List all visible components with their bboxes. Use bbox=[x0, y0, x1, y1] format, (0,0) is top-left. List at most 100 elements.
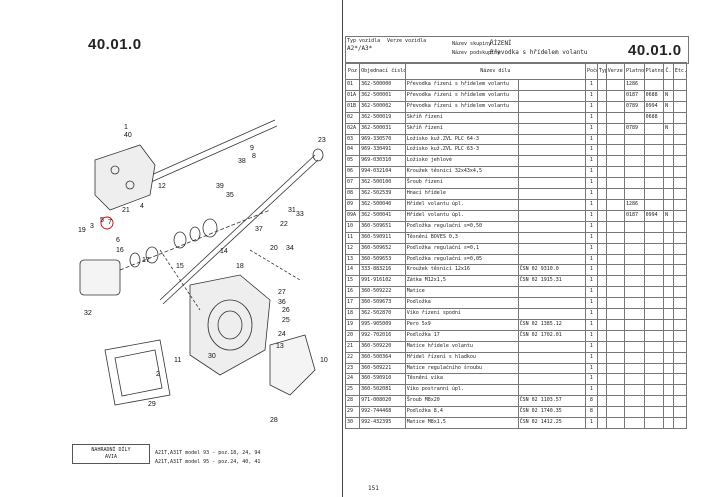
cell-8 bbox=[643, 79, 665, 91]
callout-label: 30 bbox=[208, 353, 216, 360]
cell-4: 8 bbox=[584, 406, 598, 419]
cell-3 bbox=[517, 373, 586, 386]
cell-8 bbox=[643, 286, 665, 299]
cell-extra bbox=[672, 242, 688, 255]
cell-0: 20 bbox=[344, 329, 361, 342]
cell-0: 29 bbox=[344, 406, 361, 419]
cell-0: 23 bbox=[344, 362, 361, 375]
label-subgroup: Název podskupiny bbox=[452, 50, 501, 56]
cell-0: 02 bbox=[344, 111, 361, 124]
cell-1: 362-502539 bbox=[359, 188, 406, 200]
label-vehicle-version: Verze vozidla bbox=[387, 38, 427, 44]
callout-label: 21 bbox=[122, 207, 130, 214]
cell-7 bbox=[624, 373, 645, 386]
cell-4: 1 bbox=[584, 264, 598, 277]
cell-6 bbox=[605, 329, 626, 342]
col-version: Verze bbox=[605, 62, 626, 80]
cell-0: 05 bbox=[344, 155, 361, 168]
callout-label: 4 bbox=[140, 203, 144, 210]
cell-1: 992-702016 bbox=[359, 329, 406, 342]
cell-8: 0688 bbox=[643, 111, 665, 124]
cell-0: 04 bbox=[344, 144, 361, 157]
cell-5 bbox=[596, 122, 607, 135]
cell-extra bbox=[672, 166, 688, 179]
cell-1: 362-500100 bbox=[359, 177, 406, 190]
cell-6 bbox=[605, 242, 626, 255]
cell-6 bbox=[605, 155, 626, 168]
cell-2: Těsnění BOVES 0,3 bbox=[404, 231, 519, 244]
cell-extra bbox=[672, 308, 688, 320]
cell-0: 03 bbox=[344, 133, 361, 146]
cell-8 bbox=[643, 329, 665, 342]
cell-7 bbox=[624, 351, 645, 364]
cell-1: 969-030310 bbox=[359, 155, 406, 168]
cell-extra bbox=[672, 144, 688, 157]
cell-7 bbox=[624, 177, 645, 190]
col-valid-to: Platnost do bbox=[643, 62, 665, 80]
cell-6 bbox=[605, 318, 626, 331]
cell-3 bbox=[517, 362, 586, 375]
cell-4: 1 bbox=[584, 166, 598, 179]
callout-label: 6 bbox=[116, 237, 120, 244]
cell-3 bbox=[517, 220, 586, 233]
cell-5 bbox=[596, 329, 607, 342]
col-order-number: Objednací číslo bbox=[359, 62, 406, 80]
cell-5 bbox=[596, 111, 607, 124]
cell-9 bbox=[663, 275, 674, 288]
cell-1: 971-008020 bbox=[359, 395, 406, 408]
right-page-title: 40.01.0 bbox=[628, 42, 682, 59]
cell-5 bbox=[596, 275, 607, 288]
cell-extra bbox=[672, 264, 688, 277]
cell-9 bbox=[663, 308, 674, 320]
cell-1: 362-500001 bbox=[359, 89, 406, 102]
cell-2: Podložka regulační s=0,50 bbox=[404, 220, 519, 233]
cell-0: 10 bbox=[344, 220, 361, 233]
cell-5 bbox=[596, 242, 607, 255]
cell-6 bbox=[605, 166, 626, 179]
cell-5 bbox=[596, 188, 607, 200]
callout-label: 34 bbox=[286, 245, 294, 252]
cell-2: Ložisko jehlové bbox=[404, 155, 519, 168]
cell-4: 8 bbox=[584, 395, 598, 408]
col-type: Typ bbox=[596, 62, 607, 80]
cell-7: 0187 bbox=[624, 209, 645, 222]
cell-5 bbox=[596, 406, 607, 419]
cell-3 bbox=[517, 253, 586, 266]
cell-4: 1 bbox=[584, 133, 598, 146]
cell-5 bbox=[596, 89, 607, 102]
cell-extra bbox=[672, 318, 688, 331]
cell-9 bbox=[663, 395, 674, 408]
cell-2: Ložisko kuž.ZVL PLC 64-3 bbox=[404, 133, 519, 146]
cell-4: 1 bbox=[584, 89, 598, 102]
cell-2: Šroub řízení bbox=[404, 177, 519, 190]
cell-3 bbox=[517, 89, 586, 102]
cell-6 bbox=[605, 297, 626, 310]
cell-7 bbox=[624, 166, 645, 179]
cell-extra bbox=[672, 188, 688, 200]
cell-4: 1 bbox=[584, 362, 598, 375]
cell-8 bbox=[643, 177, 665, 190]
col-pos: Poz bbox=[344, 62, 361, 80]
cell-2: Podložka bbox=[404, 297, 519, 310]
cell-7 bbox=[624, 111, 645, 124]
cell-1: 994-032104 bbox=[359, 166, 406, 179]
cell-0: 08 bbox=[344, 188, 361, 200]
cell-8 bbox=[643, 220, 665, 233]
cell-9 bbox=[663, 144, 674, 157]
cell-9 bbox=[663, 166, 674, 179]
cell-2: Skříň řízení bbox=[404, 122, 519, 135]
cell-extra bbox=[672, 198, 688, 211]
cell-6 bbox=[605, 111, 626, 124]
cell-8 bbox=[643, 155, 665, 168]
cell-2: Podložka regulační s=0,1 bbox=[404, 242, 519, 255]
cell-7 bbox=[624, 155, 645, 168]
cell-0: 19 bbox=[344, 318, 361, 331]
callout-label: 38 bbox=[238, 158, 246, 165]
cell-9 bbox=[663, 188, 674, 200]
